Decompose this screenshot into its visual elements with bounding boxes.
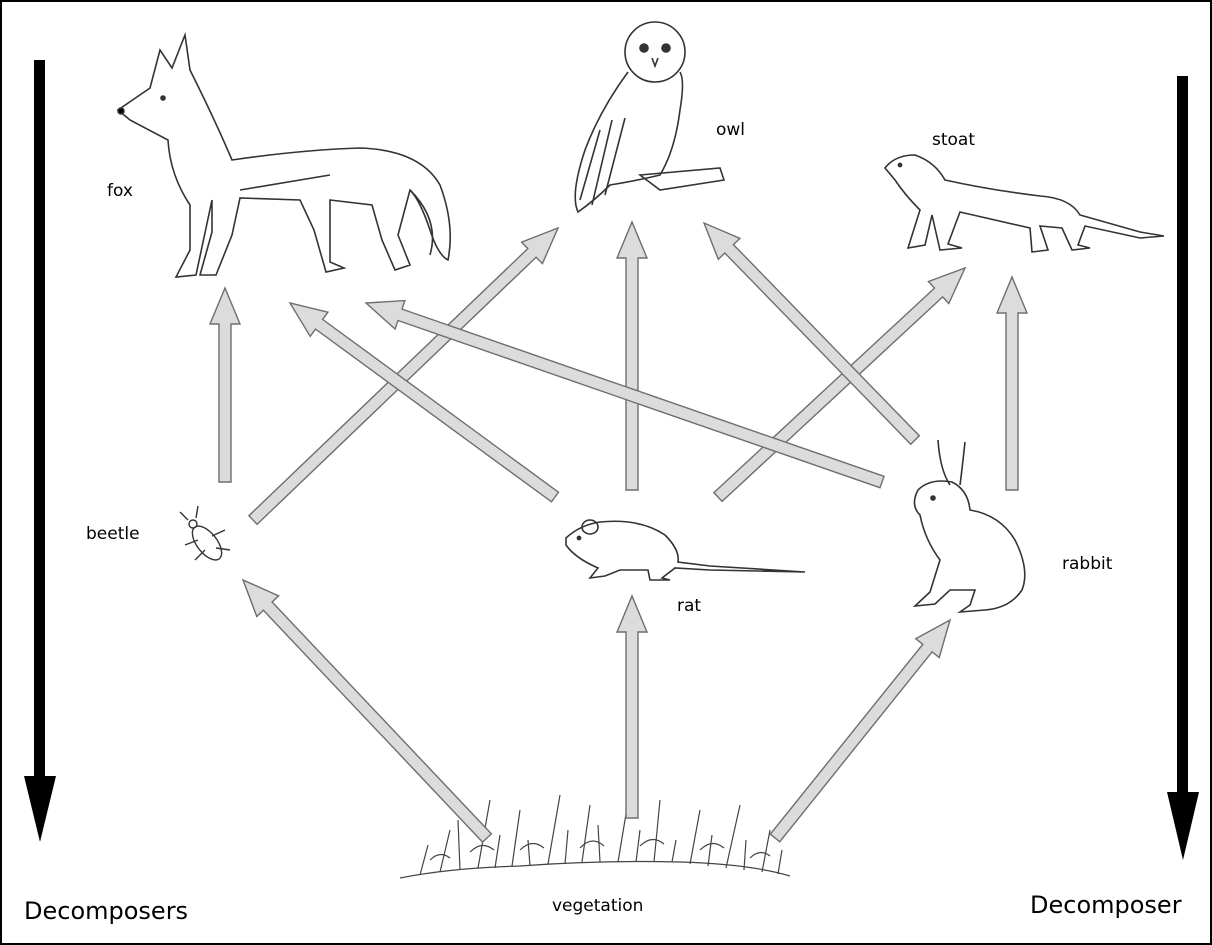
decomposer-arrow-left xyxy=(24,60,56,842)
decomposer-arrow-right xyxy=(1167,76,1199,860)
rat-illustration xyxy=(566,520,805,580)
arrow-vegetation-to-rabbit xyxy=(770,620,950,842)
rabbit-label: rabbit xyxy=(1062,554,1112,574)
arrow-beetle-to-fox xyxy=(210,288,240,482)
vegetation-label: vegetation xyxy=(552,896,643,916)
decomposers-label-left: Decomposers xyxy=(24,897,188,925)
owl-illustration xyxy=(575,22,724,212)
beetle-illustration xyxy=(180,506,230,565)
arrow-vegetation-to-beetle xyxy=(243,580,491,842)
arrow-rat-to-owl xyxy=(617,222,647,490)
beetle-label: beetle xyxy=(86,524,140,544)
decomposer-label-right: Decomposer xyxy=(1030,891,1182,919)
fox-label: fox xyxy=(107,181,133,201)
arrow-vegetation-to-rat xyxy=(617,596,647,818)
fox-illustration xyxy=(118,35,450,277)
food-web-arrows xyxy=(210,222,1027,842)
rat-label: rat xyxy=(677,596,701,616)
arrow-rabbit-to-stoat xyxy=(997,277,1027,490)
owl-label: owl xyxy=(716,120,745,140)
arrow-beetle-to-owl xyxy=(249,228,558,524)
stoat-illustration xyxy=(885,155,1164,252)
arrow-rat-to-fox xyxy=(290,303,559,502)
stoat-label: stoat xyxy=(932,130,975,150)
